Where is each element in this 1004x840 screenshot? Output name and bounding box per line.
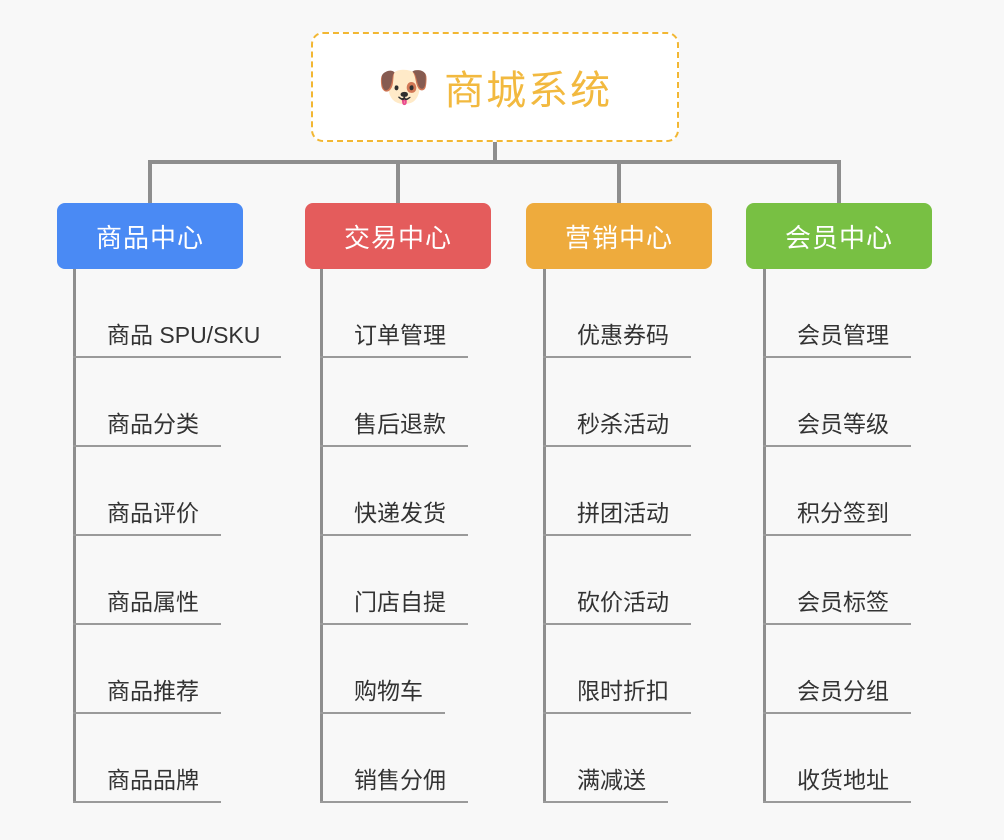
leaf-item-label: 快递发货 bbox=[354, 500, 446, 526]
leaf-item[interactable]: 订单管理 bbox=[320, 269, 478, 358]
connector-line bbox=[837, 160, 841, 205]
connector-line bbox=[148, 160, 841, 164]
leaf-item[interactable]: 积分签到 bbox=[763, 447, 921, 536]
leaf-item[interactable]: 商品品牌 bbox=[73, 714, 231, 803]
leaf-item[interactable]: 砍价活动 bbox=[543, 536, 701, 625]
leaf-item-underline bbox=[763, 712, 911, 714]
leaf-item[interactable]: 优惠券码 bbox=[543, 269, 701, 358]
column-spine bbox=[320, 269, 323, 803]
leaf-item-label: 订单管理 bbox=[354, 322, 446, 348]
leaf-item-label: 商品属性 bbox=[107, 589, 199, 615]
leaf-item[interactable]: 商品 SPU/SKU bbox=[73, 269, 291, 358]
category-box-2[interactable]: 交易中心 bbox=[305, 203, 491, 269]
leaf-item-underline bbox=[543, 712, 691, 714]
category-box-3[interactable]: 营销中心 bbox=[526, 203, 712, 269]
category-box-1[interactable]: 商品中心 bbox=[57, 203, 243, 269]
leaf-item-label: 商品评价 bbox=[107, 500, 199, 526]
leaf-item[interactable]: 会员管理 bbox=[763, 269, 921, 358]
leaf-item[interactable]: 门店自提 bbox=[320, 536, 478, 625]
leaf-item[interactable]: 商品推荐 bbox=[73, 625, 231, 714]
connector-line bbox=[617, 160, 621, 205]
leaf-item-label: 收货地址 bbox=[797, 767, 889, 793]
leaf-item-label: 积分签到 bbox=[797, 500, 889, 526]
category-label: 交易中心 bbox=[343, 222, 452, 253]
leaf-item-underline bbox=[320, 801, 468, 803]
leaf-item-underline bbox=[73, 445, 221, 447]
leaf-item[interactable]: 拼团活动 bbox=[543, 447, 701, 536]
leaf-item[interactable]: 快递发货 bbox=[320, 447, 478, 536]
leaf-item-underline bbox=[320, 712, 445, 714]
leaf-item-underline bbox=[763, 801, 911, 803]
root-title: 商城系统 bbox=[444, 69, 613, 113]
leaf-item-label: 砍价活动 bbox=[577, 589, 669, 615]
leaf-item[interactable]: 限时折扣 bbox=[543, 625, 701, 714]
leaf-item[interactable]: 会员等级 bbox=[763, 358, 921, 447]
leaf-item-underline bbox=[73, 356, 281, 358]
leaf-item-underline bbox=[73, 712, 221, 714]
category-label: 商品中心 bbox=[95, 222, 204, 253]
column-spine bbox=[543, 269, 546, 803]
leaf-item[interactable]: 商品评价 bbox=[73, 447, 231, 536]
leaf-item-underline bbox=[763, 534, 911, 536]
shiba-dog-icon: 🐶 bbox=[377, 63, 431, 110]
leaf-item-label: 会员标签 bbox=[797, 589, 889, 615]
leaf-item-underline bbox=[543, 445, 691, 447]
leaf-item-label: 会员管理 bbox=[797, 322, 889, 348]
leaf-item[interactable]: 商品属性 bbox=[73, 536, 231, 625]
leaf-item[interactable]: 销售分佣 bbox=[320, 714, 478, 803]
connector-line bbox=[396, 160, 400, 205]
leaf-item-label: 会员分组 bbox=[797, 678, 889, 704]
leaf-item[interactable]: 收货地址 bbox=[763, 714, 921, 803]
leaf-item-underline bbox=[320, 356, 468, 358]
leaf-item-label: 商品 SPU/SKU bbox=[107, 322, 261, 348]
leaf-item-underline bbox=[320, 534, 468, 536]
leaf-item-label: 秒杀活动 bbox=[577, 411, 669, 437]
leaf-item-underline bbox=[73, 801, 221, 803]
leaf-item[interactable]: 会员标签 bbox=[763, 536, 921, 625]
category-label: 会员中心 bbox=[784, 222, 893, 253]
leaf-item-underline bbox=[763, 356, 911, 358]
connector-line bbox=[493, 142, 497, 164]
leaf-item[interactable]: 购物车 bbox=[320, 625, 455, 714]
leaf-item-underline bbox=[73, 623, 221, 625]
category-label: 营销中心 bbox=[564, 222, 673, 253]
leaf-item[interactable]: 会员分组 bbox=[763, 625, 921, 714]
column-spine bbox=[763, 269, 766, 803]
leaf-item-underline bbox=[543, 801, 668, 803]
connector-line bbox=[148, 160, 152, 205]
leaf-item-label: 售后退款 bbox=[354, 411, 446, 437]
leaf-item[interactable]: 秒杀活动 bbox=[543, 358, 701, 447]
leaf-item-underline bbox=[543, 623, 691, 625]
leaf-item-label: 会员等级 bbox=[797, 411, 889, 437]
leaf-item-underline bbox=[73, 534, 221, 536]
leaf-item[interactable]: 售后退款 bbox=[320, 358, 478, 447]
category-box-4[interactable]: 会员中心 bbox=[746, 203, 932, 269]
leaf-item-underline bbox=[543, 534, 691, 536]
leaf-item-underline bbox=[763, 445, 911, 447]
leaf-item[interactable]: 满减送 bbox=[543, 714, 678, 803]
leaf-item-label: 商品分类 bbox=[107, 411, 199, 437]
leaf-item-underline bbox=[763, 623, 911, 625]
column-spine bbox=[73, 269, 76, 803]
leaf-item-label: 限时折扣 bbox=[577, 678, 669, 704]
leaf-item-label: 商品品牌 bbox=[107, 767, 199, 793]
leaf-item-label: 拼团活动 bbox=[577, 500, 669, 526]
leaf-item-label: 满减送 bbox=[577, 767, 646, 793]
leaf-item-label: 门店自提 bbox=[354, 589, 446, 615]
leaf-item-label: 销售分佣 bbox=[354, 767, 446, 793]
leaf-item-label: 优惠券码 bbox=[577, 322, 669, 348]
leaf-item-underline bbox=[543, 356, 691, 358]
leaf-item-label: 商品推荐 bbox=[107, 678, 199, 704]
leaf-item-underline bbox=[320, 445, 468, 447]
leaf-item-underline bbox=[320, 623, 468, 625]
leaf-item-label: 购物车 bbox=[354, 678, 423, 704]
leaf-item[interactable]: 商品分类 bbox=[73, 358, 231, 447]
root-node[interactable]: 🐶 商城系统 bbox=[311, 32, 679, 142]
